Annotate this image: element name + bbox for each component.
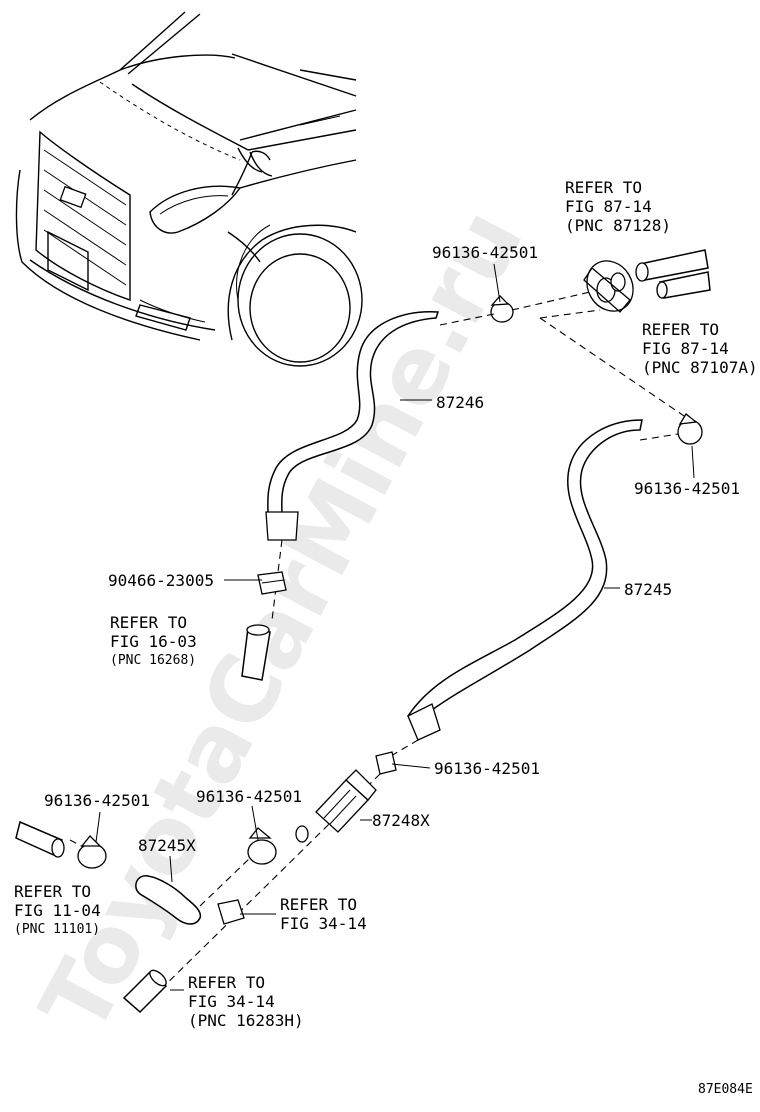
- leader-joint-dashed-2: [539, 309, 601, 319]
- clamp-mid-label: 96136-42501: [434, 759, 540, 778]
- clamp-center-label: 96136-42501: [196, 787, 302, 806]
- refer-87128-line3: (PNC 87128): [565, 216, 671, 235]
- hose-87245-label: 87245: [624, 580, 672, 599]
- leader-clamp-mid-label: [391, 763, 431, 769]
- valve-87248x-label: 87248X: [372, 811, 430, 830]
- leader-87245x-label: [169, 855, 173, 883]
- clamp-left-label: 96136-42501: [44, 791, 150, 810]
- leader-87245-top: [639, 433, 679, 441]
- refer-87107a-line1: REFER TO: [642, 320, 719, 339]
- hose-87246-sleeve: [265, 511, 299, 541]
- clamp-center-part: [247, 827, 277, 865]
- clamp-right-label: 96136-42501: [634, 479, 740, 498]
- hose-87245x: [135, 875, 202, 925]
- leader-87245-down: [383, 739, 419, 761]
- pipe-16268: [241, 624, 271, 681]
- refer-11101-line1: REFER TO: [14, 882, 91, 901]
- leader-clamp-center-label: [251, 805, 259, 841]
- refer-16268-line2: FIG 16-03: [110, 632, 197, 651]
- refer-87128-line1: REFER TO: [565, 178, 642, 197]
- leader-joint-dashed: [539, 317, 691, 421]
- refer-3414-line2: FIG 34-14: [280, 914, 367, 933]
- clamp-right-part: [677, 413, 703, 445]
- pipe-11101: [15, 820, 65, 858]
- refer-16268-line3: (PNC 16268): [110, 653, 196, 668]
- hose-87245-end: [407, 703, 441, 741]
- refer-11101-line3: (PNC 11101): [14, 922, 100, 937]
- figure-code: 87E084E: [698, 1082, 753, 1097]
- refer-87107a-line3: (PNC 87107A): [642, 358, 758, 377]
- clamp-mid-part: [375, 751, 397, 775]
- fitting-34-14: [217, 899, 245, 925]
- leader-top-dashed: [439, 291, 591, 326]
- hose-87245: [407, 419, 643, 730]
- hose-87245x-label: 87245X: [138, 836, 196, 855]
- refer-11101-line2: FIG 11-04: [14, 901, 101, 920]
- leader-clamp-top-label: [493, 263, 501, 303]
- pipe-16283h: [122, 969, 168, 1014]
- washer-hose-ends: [635, 249, 711, 299]
- check-valve-87248x: [295, 769, 377, 843]
- clamp-90466-part: [257, 571, 287, 595]
- leader-clamp-left-label: [95, 811, 101, 843]
- refer-3414-line1: REFER TO: [280, 895, 357, 914]
- refer-16283h-line2: FIG 34-14: [188, 992, 275, 1011]
- nozzle-joint: [583, 260, 634, 313]
- clamp-top-label: 96136-42501: [432, 243, 538, 262]
- refer-16283h-line3: (PNC 16283H): [188, 1011, 304, 1030]
- refer-87128-line2: FIG 87-14: [565, 197, 652, 216]
- refer-16283h-line1: REFER TO: [188, 973, 265, 992]
- refer-16268-line1: REFER TO: [110, 613, 187, 632]
- refer-87107a-line2: FIG 87-14: [642, 339, 729, 358]
- hose-87246-label: 87246: [436, 393, 484, 412]
- vehicle-front-illustration: [15, 11, 363, 367]
- leader-clamp-right-label: [691, 445, 695, 479]
- clamp-left-part: [77, 835, 107, 869]
- clamp-90466-label: 90466-23005: [108, 571, 214, 590]
